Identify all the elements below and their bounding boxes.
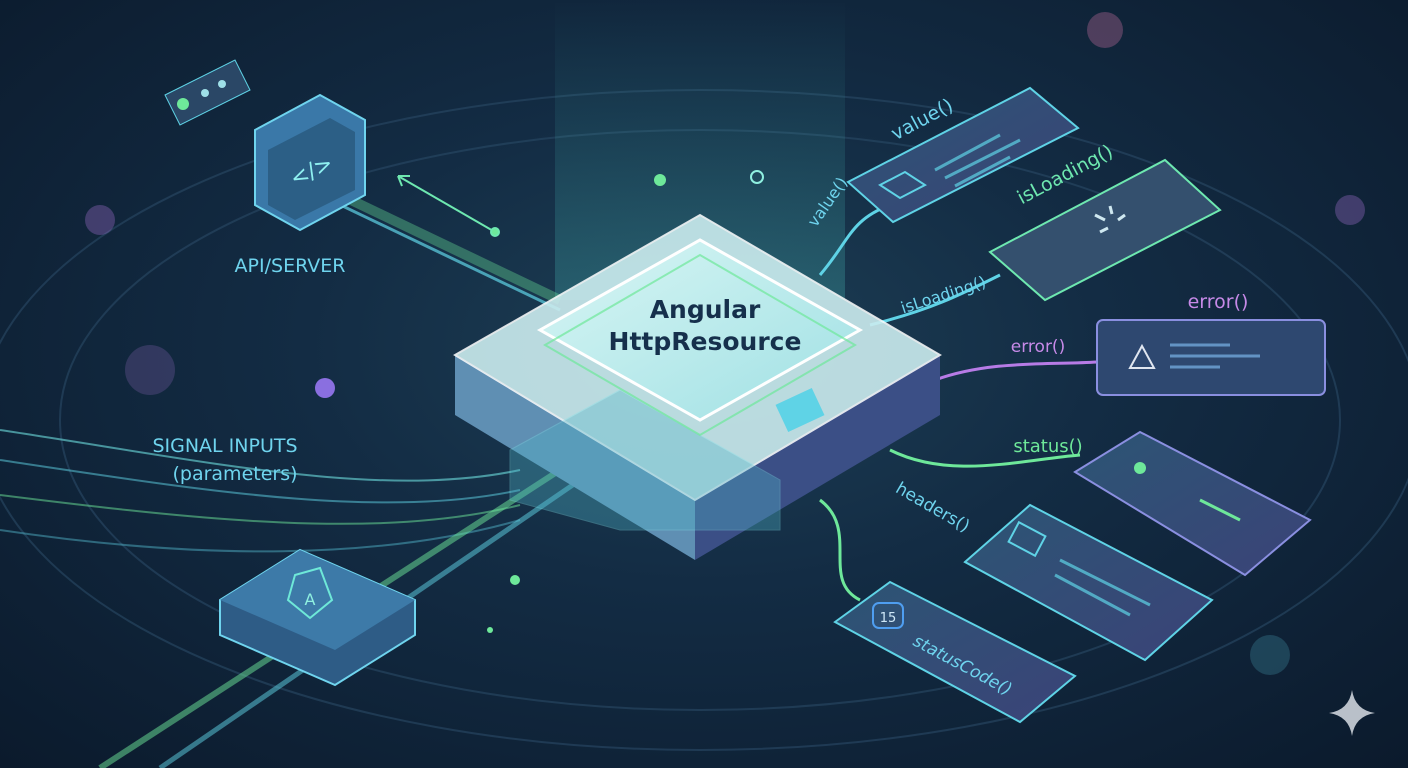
error-card-label: error() bbox=[1188, 291, 1249, 313]
angular-shield-icon bbox=[286, 566, 334, 620]
spinner-icon bbox=[1094, 205, 1126, 234]
signal-inputs-sub: (parameters) bbox=[172, 463, 297, 485]
error-line-label: error() bbox=[1011, 337, 1065, 357]
decorative-particles bbox=[85, 12, 1365, 675]
angular-component-node: A bbox=[219, 548, 416, 687]
title-line1: Angular bbox=[650, 295, 761, 324]
angular-icon-letter: A bbox=[305, 590, 316, 609]
error-card: error() error() bbox=[1011, 291, 1326, 396]
httpresource-chip: Angular HttpResource bbox=[453, 213, 942, 560]
list-icon bbox=[1007, 520, 1047, 558]
isloading-line-label: isLoading() bbox=[898, 272, 988, 317]
api-server-label: API/SERVER bbox=[235, 255, 346, 277]
signal-inputs-label: SIGNAL INPUTS bbox=[152, 435, 297, 457]
network-icon bbox=[1134, 462, 1146, 474]
statuscode-badge: 15 bbox=[880, 611, 897, 626]
signal-streams bbox=[0, 185, 582, 768]
title-line2: HttpResource bbox=[609, 327, 802, 356]
headers-line-label: headers() bbox=[892, 479, 973, 537]
chip-processor bbox=[775, 387, 825, 433]
status-line-label: status() bbox=[1013, 436, 1082, 457]
output-connectors bbox=[818, 203, 1098, 602]
warning-icon bbox=[1128, 343, 1156, 369]
badge-icon bbox=[872, 602, 904, 629]
api-server-node: </> API/SERVER bbox=[164, 59, 366, 277]
bidirectional-arrow bbox=[397, 175, 500, 237]
document-icon bbox=[878, 170, 927, 200]
sparkle-icon bbox=[1329, 690, 1375, 736]
status-card: status() bbox=[1013, 430, 1312, 577]
